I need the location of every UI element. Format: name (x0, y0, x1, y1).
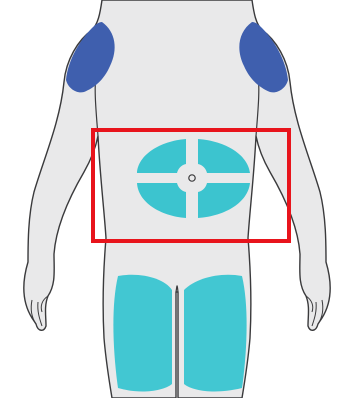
thigh-injection-site-icon (113, 275, 172, 392)
thigh-injection-site-icon (184, 275, 247, 392)
